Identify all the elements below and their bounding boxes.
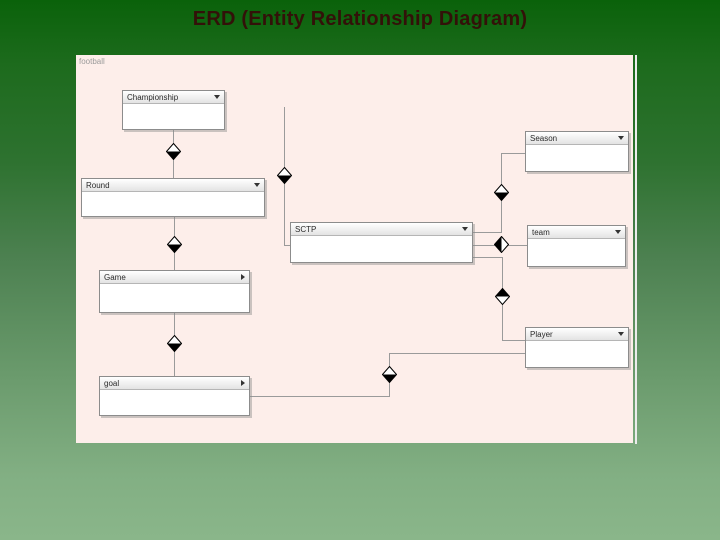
dropdown-arrow-icon[interactable] (618, 136, 624, 140)
entity-team[interactable]: team (527, 225, 626, 267)
entity-header[interactable]: Championship (123, 91, 224, 104)
entity-game[interactable]: Game (99, 270, 250, 313)
entity-championship[interactable]: Championship (122, 90, 225, 130)
dropdown-arrow-icon[interactable] (618, 332, 624, 336)
entity-label: Game (104, 272, 126, 282)
expand-arrow-icon[interactable] (241, 274, 245, 280)
canvas-right-edge (635, 55, 637, 444)
entity-label: goal (104, 378, 120, 388)
dropdown-arrow-icon[interactable] (615, 230, 621, 234)
connector-sctp-player-h1 (473, 257, 503, 258)
entity-header[interactable]: goal (100, 377, 249, 390)
connector-sctp-player-h2 (502, 340, 525, 341)
dropdown-arrow-icon[interactable] (462, 227, 468, 231)
entity-label: team (532, 227, 550, 237)
entity-season[interactable]: Season (525, 131, 629, 172)
entity-sctp[interactable]: SCTP (290, 222, 473, 263)
category-diamond-icon (381, 365, 398, 384)
dropdown-arrow-icon[interactable] (254, 183, 260, 187)
connector-sctp-season-h1 (473, 232, 502, 233)
category-diamond-icon (166, 235, 183, 254)
entity-label: Round (86, 180, 110, 190)
entity-header[interactable]: Player (526, 328, 628, 341)
dropdown-arrow-icon[interactable] (214, 95, 220, 99)
page-title: ERD (Entity Relationship Diagram) (192, 8, 528, 30)
category-diamond-icon (166, 334, 183, 353)
entity-label: Player (530, 329, 553, 339)
entity-label: SCTP (295, 224, 317, 234)
connector-sctp-season-h2 (501, 153, 525, 154)
entity-header[interactable]: Game (100, 271, 249, 284)
entity-goal[interactable]: goal (99, 376, 250, 416)
connector-open-sctp-stub (284, 245, 291, 246)
entity-label: Championship (127, 92, 179, 102)
entity-header[interactable]: Season (526, 132, 628, 145)
diagram-name-label: football (79, 57, 105, 66)
entity-label: Season (530, 133, 558, 143)
category-diamond-icon (165, 142, 182, 161)
category-diamond-icon (493, 183, 510, 202)
entity-round[interactable]: Round (81, 178, 265, 217)
category-diamond-icon (493, 235, 510, 254)
entity-header[interactable]: SCTP (291, 223, 472, 236)
connector-goal-player-h2 (389, 353, 525, 354)
entity-player[interactable]: Player (525, 327, 629, 368)
expand-arrow-icon[interactable] (241, 380, 245, 386)
entity-header[interactable]: Round (82, 179, 264, 192)
category-diamond-icon (276, 166, 293, 185)
connector-goal-player-h1 (250, 396, 389, 397)
entity-header[interactable]: team (528, 226, 625, 239)
category-diamond-icon (494, 287, 511, 306)
